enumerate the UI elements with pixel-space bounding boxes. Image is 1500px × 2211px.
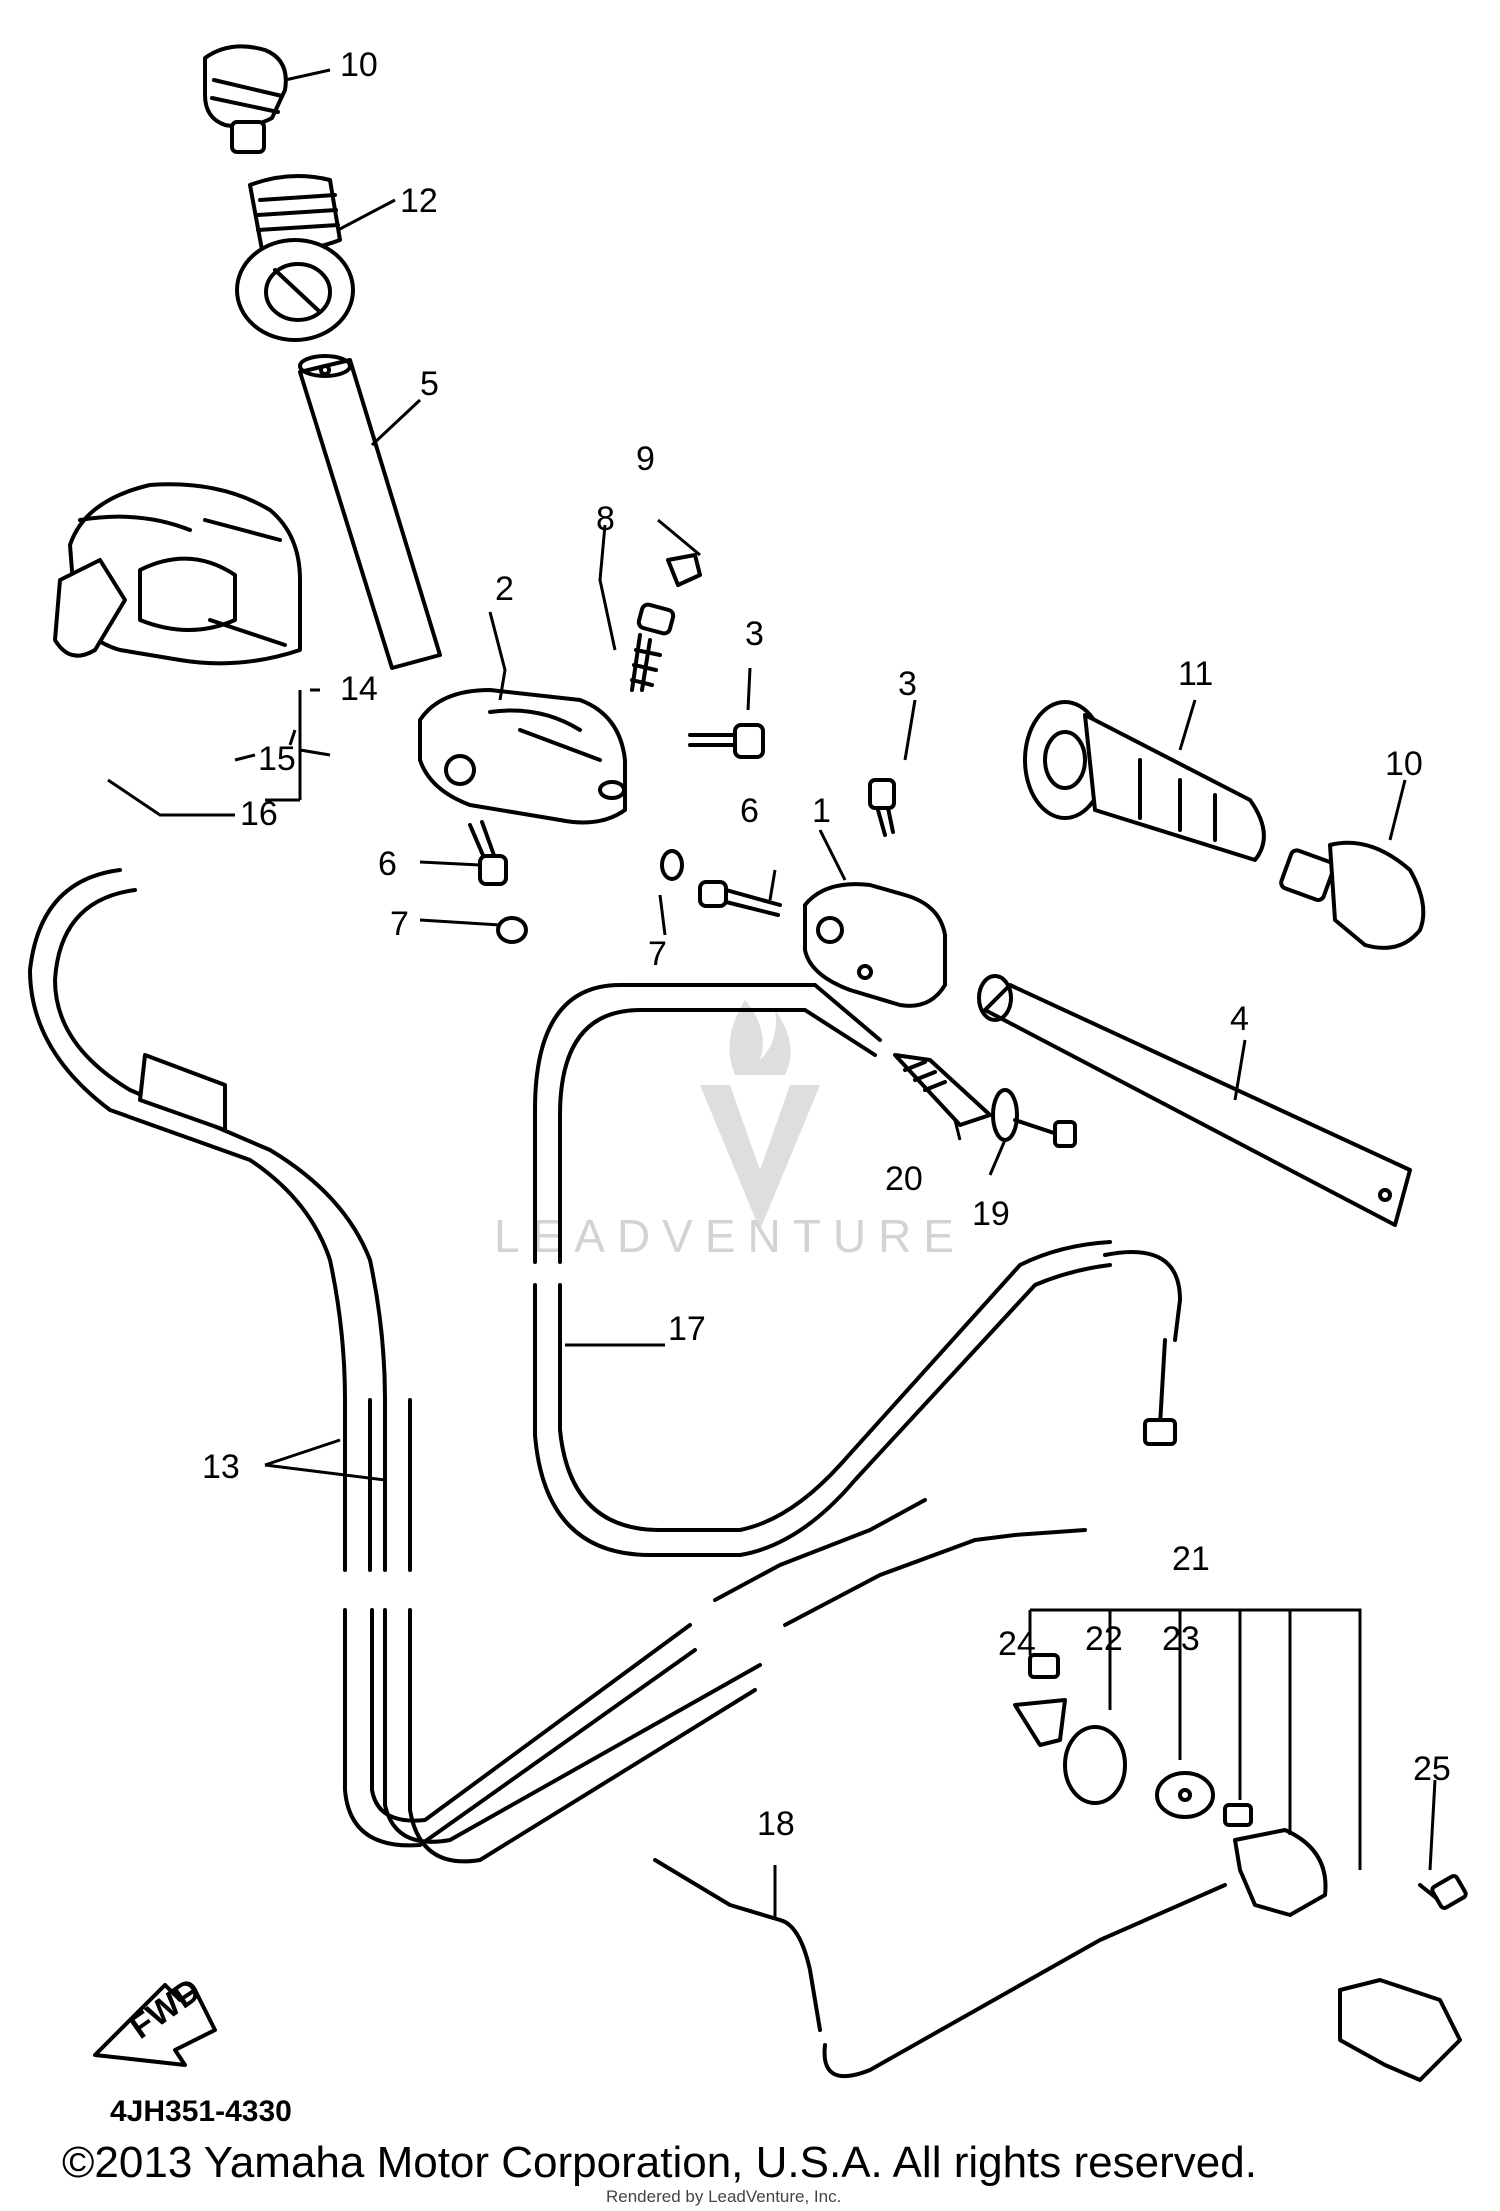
callout-25: 25: [1413, 1750, 1451, 1788]
rendered-by-text: Rendered by LeadVenture, Inc.: [606, 2187, 842, 2206]
callout-19: 19: [972, 1195, 1010, 1233]
fwd-direction-arrow: FWD: [93, 1971, 217, 2067]
callout-8: 8: [596, 500, 615, 538]
callout-13: 13: [202, 1448, 240, 1486]
cap-9: [666, 553, 702, 587]
cable-adjuster: [893, 1053, 1077, 1148]
callout-12: 12: [400, 182, 438, 220]
callout-10-top: 10: [340, 46, 378, 84]
callout-6-right: 6: [740, 792, 759, 830]
cap-7-right: [660, 849, 684, 881]
callout-7-left: 7: [390, 905, 409, 943]
bracket-assembly: [1013, 1653, 1468, 2082]
left-handlebar: [298, 354, 442, 670]
callout-5: 5: [420, 365, 439, 403]
right-handlebar-holder: [803, 882, 947, 1008]
bolt-3-left: [688, 723, 765, 759]
callout-18: 18: [757, 1805, 795, 1843]
bolt-3-right: [868, 778, 896, 837]
callout-14: 14: [340, 670, 378, 708]
leadventure-watermark: LEADVENTURE: [494, 1000, 966, 1262]
left-handlebar-holder: [418, 688, 627, 825]
callout-3-right: 3: [898, 665, 917, 703]
throttle-grip: [1023, 700, 1266, 862]
callout-numbers: 10 12 5 9 8 2 3 3 11 10 14 15 16 1 6 6 7…: [202, 46, 1451, 1843]
callout-6-left: 6: [378, 845, 397, 883]
leader-lines: [107, 68, 1437, 1920]
callout-23: 23: [1162, 1620, 1200, 1658]
callout-24: 24: [998, 1625, 1036, 1663]
bolt-8: [630, 602, 676, 692]
callout-16: 16: [240, 795, 278, 833]
throttle-cables: [28, 868, 1087, 1864]
callout-21: 21: [1172, 1540, 1210, 1578]
right-handlebar: [977, 974, 1412, 1227]
callout-17: 17: [668, 1310, 706, 1348]
bolt-6-left: [468, 820, 508, 886]
watermark-text: LEADVENTURE: [494, 1210, 966, 1262]
bar-end-weight-right: [1279, 840, 1426, 950]
cap-7-left: [496, 916, 528, 944]
callout-3-left: 3: [745, 615, 764, 653]
left-switch-assembly: [53, 482, 302, 666]
bolt-6-right: [698, 880, 782, 917]
callout-11: 11: [1178, 655, 1213, 693]
bar-end-weight-top: [203, 44, 288, 154]
callout-7-right: 7: [648, 935, 667, 973]
choke-cable: [653, 1858, 1227, 2079]
callout-22: 22: [1085, 1620, 1123, 1658]
callout-4: 4: [1230, 1000, 1249, 1038]
callout-2: 2: [495, 570, 514, 608]
callout-15: 15: [258, 740, 296, 778]
left-handlebar-grip: [235, 174, 355, 342]
copyright-notice: ©2013 Yamaha Motor Corporation, U.S.A. A…: [62, 2138, 1257, 2187]
callout-9: 9: [636, 440, 655, 478]
clutch-cable: [533, 983, 1182, 1557]
callout-10-right: 10: [1385, 745, 1423, 783]
callout-20: 20: [885, 1160, 923, 1198]
diagram-code: 4JH351-4330: [110, 2095, 292, 2128]
callout-1: 1: [812, 792, 831, 830]
